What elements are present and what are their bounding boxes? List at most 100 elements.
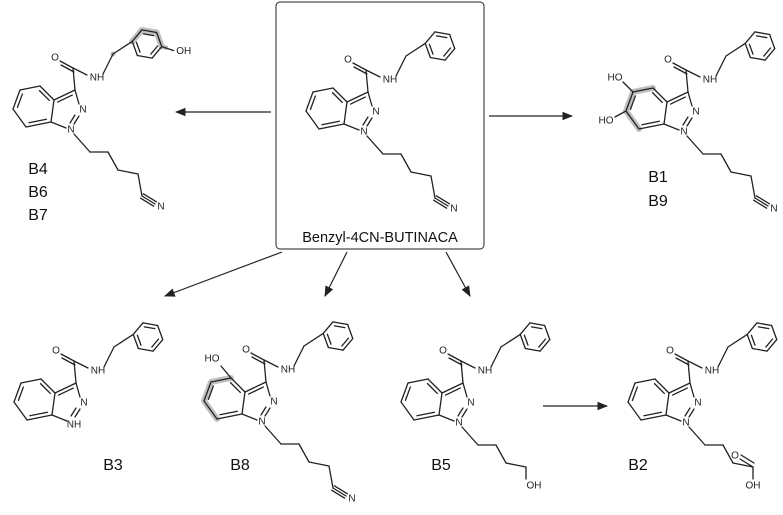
bond-b4-phenyl-3-second-line xyxy=(150,45,159,55)
atom-b8-nitrile-n: N xyxy=(348,494,355,505)
parent-compound-box xyxy=(275,1,485,250)
bond-b4-n2n1-second-line xyxy=(69,114,76,124)
bond-b4-c3a-c4-second-line xyxy=(38,89,50,102)
bond-b3-phenyl-5 xyxy=(132,333,140,350)
bond-b2-c4-c5 xyxy=(634,378,656,384)
atom-b1-nitrile-n: N xyxy=(770,204,777,215)
metabolite-label-1: B6 xyxy=(28,184,48,201)
bond-b5-phenyl-2 xyxy=(543,324,551,341)
metabolite-label-6: B8 xyxy=(230,457,250,474)
bond-b4-phenyl-2 xyxy=(155,31,163,48)
arrow-to-b3 xyxy=(163,251,283,297)
bond-parent-c-o xyxy=(352,62,367,71)
atom-b5-chain-oh: OH xyxy=(527,481,542,492)
bond-parent-phenyl-1 xyxy=(434,31,451,36)
atom-b2-o: O xyxy=(666,346,674,357)
bond-b5-c6-c7 xyxy=(400,401,415,421)
bond-b4-c6-c7 xyxy=(12,108,27,128)
bond-b1-c5-c6-second-line xyxy=(629,95,636,110)
bond-b8-c5-c6-second-line xyxy=(207,385,214,400)
bond-b1-c3a-c3-second-line xyxy=(669,96,686,105)
bond-b5-phenyl-4 xyxy=(524,347,541,352)
bond-b8-c-nh xyxy=(263,359,279,368)
bond-parent-nh-ch2 xyxy=(395,55,407,77)
bond-b2-chain-0 xyxy=(688,426,706,446)
atom-b1-n1: N xyxy=(680,127,687,138)
bond-b1-c7a-c3a xyxy=(663,101,668,125)
bond-b8-phenyl-2 xyxy=(346,323,354,340)
bond-parent-c3-n2 xyxy=(367,91,373,107)
bond-b3-nh-ch2 xyxy=(103,346,115,368)
atom-b4-nitrile-n: N xyxy=(157,202,164,213)
bond-b1-phenyl-5-second-line xyxy=(748,43,754,55)
bond-parent-c-nh xyxy=(365,69,381,78)
bond-b4-phenyl-1-second-line xyxy=(142,33,155,37)
bond-b2-phenyl-5-second-line xyxy=(750,334,756,346)
bond-b2-c7-c7a xyxy=(640,414,667,421)
bond-b3-c-nh xyxy=(73,360,89,369)
bond-parent-n2n1-second-line xyxy=(362,116,369,126)
bond-b8-c7-c7a-second-line xyxy=(219,410,239,416)
bond-b4-c-o xyxy=(59,60,74,69)
bond-parent-phenyl-2 xyxy=(448,33,456,50)
bond-b2-c-nh xyxy=(687,360,703,369)
atom-b3-o: O xyxy=(52,346,60,357)
bond-b4-nh-ch2 xyxy=(102,53,114,75)
bond-parent-c4-c5 xyxy=(312,87,334,93)
atom-b8-n1: N xyxy=(258,417,265,428)
bond-b8-phenyl-5 xyxy=(322,332,330,349)
bond-b1-c4-c5 xyxy=(632,87,654,93)
atom-b2-acid-oh: OH xyxy=(746,481,761,492)
bond-b4-c5-c6-second-line xyxy=(16,93,23,108)
bond-b5-phenyl-1-second-line xyxy=(530,326,543,330)
bond-b5-c7a-c3a xyxy=(438,392,443,416)
bond-b3-n2-n1 xyxy=(74,408,81,418)
bond-parent-c7a-c3a xyxy=(343,101,348,125)
atom-b1-oh-a: HO xyxy=(608,73,623,84)
atom-b4-nh: NH xyxy=(90,73,104,84)
bond-b1-c3a-c4 xyxy=(652,87,668,103)
bond-b1-c5-oh xyxy=(622,81,634,93)
atom-b5-n1: N xyxy=(455,418,462,429)
bond-b4-nitrile-second-line xyxy=(139,197,155,207)
bond-parent-nitrile xyxy=(434,197,449,207)
atom-parent-n1: N xyxy=(360,127,367,138)
bond-b5-c3a-c4 xyxy=(427,378,443,394)
bond-b4-n1-c7a xyxy=(50,121,67,129)
bond-b4-phenyl-0 xyxy=(131,29,143,43)
bond-b4-phenyl-oh xyxy=(161,45,175,52)
bond-b1-phenyl-4 xyxy=(749,56,766,61)
bond-b4-c5-c6 xyxy=(12,89,21,110)
bond-b5-phenyl-1 xyxy=(529,322,546,327)
bond-b2-phenyl-3-second-line xyxy=(765,338,774,348)
bond-b2-nh-ch2 xyxy=(717,346,729,368)
bond-b3-c5-c6-second-line xyxy=(17,386,24,401)
bond-b5-phenyl-3-second-line xyxy=(538,338,547,348)
bond-b4-phenyl-4 xyxy=(136,54,153,59)
bond-b2-c6-c7 xyxy=(627,401,642,421)
bond-b8-c3a-c4 xyxy=(230,377,246,393)
bond-b1-chain-3 xyxy=(730,171,752,177)
bond-b8-c7-c7a xyxy=(216,413,243,420)
bond-b5-n2n1-second-line xyxy=(457,407,464,417)
atom-b1-oh-b: HO xyxy=(599,116,614,127)
bond-b8-c3a-c4-second-line xyxy=(229,381,241,394)
bond-b5-c3a-c4-second-line xyxy=(426,382,438,395)
metabolite-label-2: B7 xyxy=(28,207,48,224)
atom-b8-o: O xyxy=(242,345,250,356)
bond-b3-c6-c7 xyxy=(13,401,28,421)
bond-b1-c3-n2 xyxy=(687,91,693,107)
metabolite-label-3: B1 xyxy=(648,169,668,186)
bond-parent-chain-0 xyxy=(366,135,384,155)
metabolite-label-7: B5 xyxy=(431,457,451,474)
bond-b1-c-o-second xyxy=(673,66,688,75)
atom-b2-nh: NH xyxy=(705,366,719,377)
bond-parent-phenyl-5 xyxy=(424,42,432,59)
bond-b8-c3a-c3-second-line xyxy=(247,386,264,395)
bond-parent-phenyl-3 xyxy=(444,47,456,61)
bond-b5-phenyl-0 xyxy=(519,322,531,336)
bond-b3-c-o-second xyxy=(61,357,76,366)
bond-b1-phenyl-1-second-line xyxy=(755,35,768,39)
bond-b2-c3a-c4-second-line xyxy=(653,382,665,395)
bond-parent-c3a-c3-second-line xyxy=(349,96,366,105)
